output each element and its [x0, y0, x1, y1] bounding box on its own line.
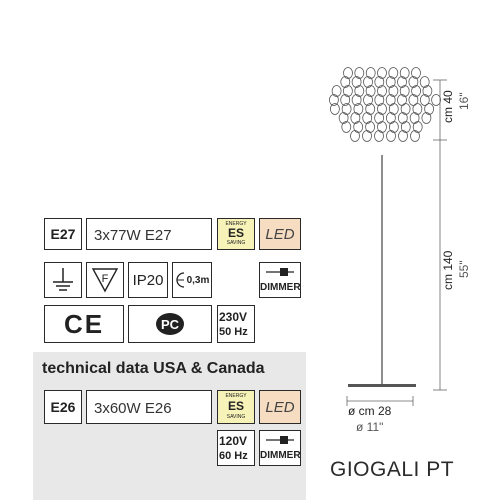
glass-ring [341, 121, 352, 133]
glass-ring [397, 76, 407, 88]
glass-ring [400, 121, 411, 133]
glass-ring [411, 67, 421, 79]
glass-ring [377, 67, 387, 79]
glass-ring [411, 85, 421, 97]
dimmer-slider-icon [266, 268, 294, 276]
glass-ring [388, 85, 399, 97]
glass-ring [338, 112, 349, 124]
glass-ring [410, 130, 420, 142]
glass-ring [374, 94, 385, 106]
dimmer-us: DIMMER [259, 430, 301, 466]
led-eu: LED [259, 218, 301, 250]
total-height-in: 55" [457, 260, 471, 278]
lamp-drawing [328, 67, 441, 387]
voltage-us: 120V 60 Hz [217, 430, 255, 466]
glass-ring [424, 103, 434, 115]
glass-ring [328, 94, 339, 106]
glass-ring [343, 67, 353, 79]
diameter-in: ø 11" [356, 420, 384, 434]
shade-height-in: 16" [457, 92, 471, 110]
glass-ring [399, 85, 410, 97]
ip-rating: IP20 [128, 262, 168, 298]
voltage-eu: 230V 50 Hz [217, 305, 255, 343]
glass-ring [374, 76, 385, 88]
distance-icon: 0,3m [172, 262, 212, 298]
glass-ring [431, 94, 441, 106]
svg-text:PC: PC [161, 317, 180, 332]
glass-ring [365, 85, 376, 97]
ce-mark: CE [44, 305, 124, 343]
glass-ring [340, 94, 351, 106]
led-us: LED [259, 390, 301, 424]
glass-ring [340, 76, 351, 88]
glass-ring [374, 112, 384, 124]
glass-ring [351, 76, 362, 88]
glass-ring [363, 94, 373, 106]
glass-ring [350, 112, 361, 124]
glass-ring [419, 76, 430, 88]
glass-ring [386, 130, 396, 142]
glass-ring [350, 130, 360, 142]
glass-ring [362, 130, 372, 142]
shade-height-cm: cm 40 [441, 90, 455, 123]
base-dimension-line [346, 396, 414, 406]
glass-rings [328, 67, 441, 142]
glass-ring [422, 85, 433, 97]
socket-eu: E27 [44, 218, 82, 250]
glass-ring [388, 103, 399, 115]
product-name: GIOGALI PT [330, 458, 455, 481]
glass-ring [419, 94, 430, 106]
svg-text:F: F [102, 273, 109, 285]
dimmer-eu: DIMMER [259, 262, 301, 298]
glass-ring [412, 103, 423, 115]
glass-ring [377, 85, 387, 97]
bulbs-eu: 3x77W E27 [86, 218, 212, 250]
glass-ring [412, 121, 423, 133]
glass-ring [351, 94, 362, 106]
flammable-surface-icon: F [86, 262, 124, 298]
glass-ring [365, 67, 376, 79]
lamp-base [348, 384, 416, 387]
dimension-lines [433, 79, 447, 391]
ground-icon [44, 262, 82, 298]
glass-ring [354, 67, 365, 79]
glass-ring [385, 76, 396, 88]
energy-saving-us: ENERGY ES SAVING [217, 390, 255, 424]
diameter-cm: ø cm 28 [348, 404, 392, 418]
glass-ring [399, 67, 410, 79]
usa-canada-panel [33, 352, 306, 500]
glass-ring [388, 67, 399, 79]
usa-canada-heading: technical data USA & Canada [42, 360, 265, 377]
glass-ring [408, 94, 419, 106]
socket-us: E26 [44, 390, 82, 424]
glass-ring [400, 103, 411, 115]
glass-ring [331, 85, 342, 97]
glass-ring [374, 130, 384, 142]
glass-ring [342, 85, 353, 97]
glass-ring [363, 76, 373, 88]
glass-ring [377, 103, 387, 115]
gost-r-icon: PC [128, 305, 212, 343]
dimmer-slider-icon-us [266, 436, 294, 444]
glass-ring [354, 85, 365, 97]
glass-ring [421, 112, 432, 124]
total-height-cm: cm 140 [441, 250, 455, 290]
energy-saving-eu: ENERGY ES SAVING [217, 218, 255, 250]
glass-ring [408, 76, 419, 88]
glass-ring [362, 112, 373, 124]
bulbs-us: 3x60W E26 [86, 390, 212, 424]
glass-ring [329, 103, 340, 115]
glass-ring [398, 130, 408, 142]
glass-ring [389, 121, 399, 133]
